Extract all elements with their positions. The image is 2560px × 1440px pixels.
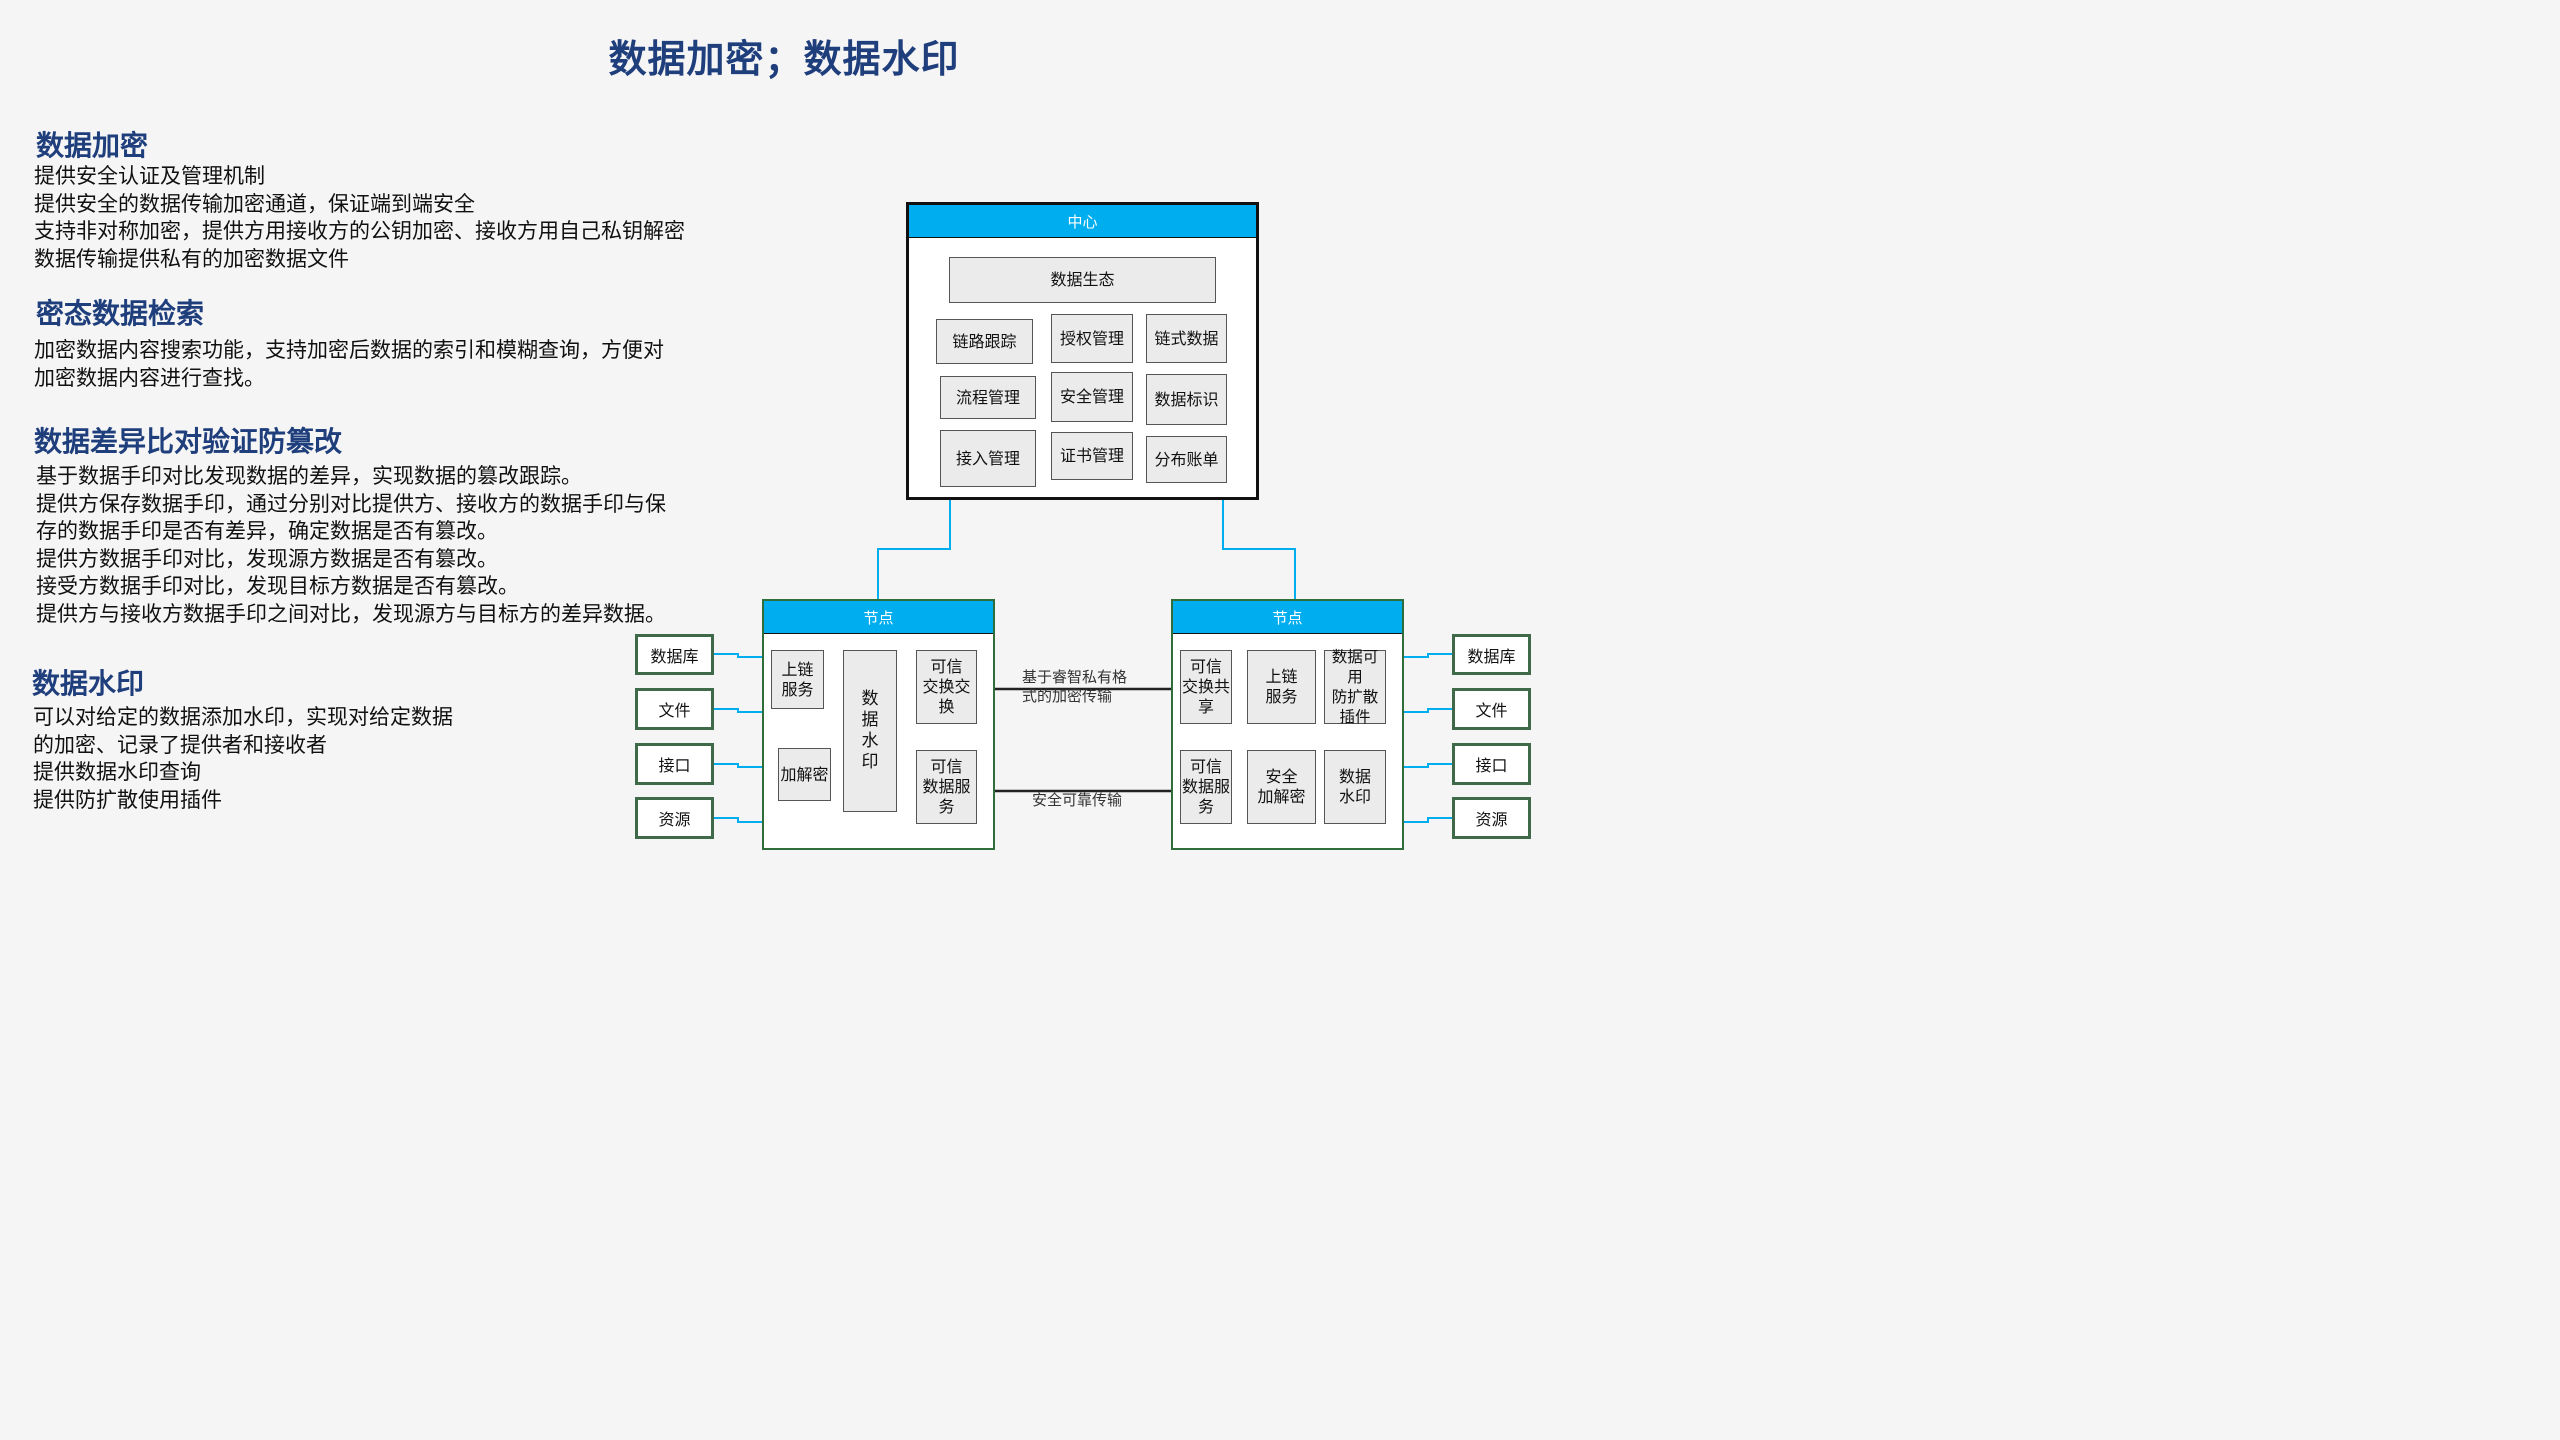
right-source-interface: 接口 [1452,743,1531,785]
link-src-right-api [1403,763,1453,768]
text-line: 加密数据内容进行查找。 [34,365,265,390]
text-line: 数据传输提供私有的加密数据文件 [34,246,349,271]
encrypted-transfer-label: 基于睿智私有格 式的加密传输 [1022,668,1128,705]
section-body-diff: 基于数据手印对比发现数据的差异，实现数据的篡改跟踪。 提供方保存数据手印，通过分… [36,463,666,628]
link-src-left-db [713,653,764,658]
right-data-watermark: 数据 水印 [1324,750,1386,824]
link-center-left [877,498,951,600]
center-title: 中心 [909,205,1256,238]
link-center-right [1222,498,1296,600]
text-line: 支持非对称加密，提供方用接收方的公钥加密、接收方用自己私钥解密 [34,219,685,243]
module-cert-mgmt: 证书管理 [1051,432,1133,480]
left-source-interface: 接口 [635,743,714,785]
section-body-search: 加密数据内容搜索功能，支持加密后数据的索引和模糊查询，方便对 加密数据内容进行查… [34,337,664,392]
link-src-left-api [713,763,764,768]
link-src-right-res [1403,817,1453,823]
left-crypto: 加解密 [778,748,831,801]
left-source-resource: 资源 [635,797,714,839]
text-line: 的加密、记录了提供者和接收者 [33,732,327,757]
text-line: 接受方数据手印对比，发现目标方数据是否有篡改。 [36,574,519,598]
section-heading-watermark: 数据水印 [32,667,145,700]
text-line: 提供安全的数据传输加密通道，保证端到端安全 [34,191,475,216]
text-line: 可以对给定的数据添加水印，实现对给定数据 [33,705,453,729]
right-secure-crypto: 安全 加解密 [1247,750,1316,824]
left-source-database: 数据库 [635,634,714,675]
left-trusted-data-service: 可信 数据服务 [916,750,977,824]
left-data-watermark: 数 据 水 印 [843,650,897,812]
module-security-mgmt: 安全管理 [1051,372,1133,422]
link-src-right-db [1403,653,1453,658]
section-heading-diff: 数据差异比对验证防篡改 [34,425,343,458]
text-line: 提供安全认证及管理机制 [34,164,265,188]
link-src-left-file [713,708,764,713]
text-line: 提供方数据手印对比，发现源方数据是否有篡改。 [36,546,498,571]
text-line: 加密数据内容搜索功能，支持加密后数据的索引和模糊查询，方便对 [34,338,664,362]
link-src-right-file [1403,708,1453,713]
section-heading-search: 密态数据检索 [36,297,205,330]
right-source-resource: 资源 [1452,797,1531,839]
link-src-left-res [713,817,764,823]
right-trusted-data-service: 可信 数据服务 [1180,750,1232,824]
section-heading-encryption: 数据加密 [36,129,149,162]
module-chain-data: 链式数据 [1146,314,1227,363]
text-line: 存的数据手印是否有差异，确定数据是否有篡改。 [36,519,498,543]
module-auth-mgmt: 授权管理 [1051,314,1133,363]
section-body-encryption: 提供安全认证及管理机制 提供安全的数据传输加密通道，保证端到端安全 支持非对称加… [34,163,685,273]
module-process-mgmt: 流程管理 [940,376,1036,419]
right-trusted-share: 可信 交换共享 [1180,650,1232,724]
module-link-trace: 链路跟踪 [936,319,1033,364]
page-title: 数据加密；数据水印 [608,37,960,81]
left-uplink-service: 上链 服务 [771,650,824,709]
right-anti-spread-plugin: 数据可用 防扩散插件 [1324,648,1386,726]
text-line: 提供方保存数据手印，通过分别对比提供方、接收方的数据手印与保 [36,491,666,516]
text-line: 提供数据水印查询 [33,760,201,784]
right-source-database: 数据库 [1452,634,1531,675]
left-trusted-exchange: 可信 交换交换 [916,650,977,724]
text-line: 基于数据手印对比发现数据的差异，实现数据的篡改跟踪。 [36,464,582,488]
module-access-mgmt: 接入管理 [940,430,1036,487]
text-line: 提供方与接收方数据手印之间对比，发现源方与目标方的差异数据。 [36,601,666,626]
module-data-identifier: 数据标识 [1146,374,1227,425]
right-node-title: 节点 [1173,601,1402,634]
section-body-watermark: 可以对给定的数据添加水印，实现对给定数据 的加密、记录了提供者和接收者 提供数据… [33,704,453,814]
right-source-file: 文件 [1452,688,1531,730]
module-distributed-ledger: 分布账单 [1146,436,1227,483]
connector-lines [713,498,1453,823]
left-node-title: 节点 [764,601,993,634]
right-uplink-service: 上链 服务 [1247,650,1316,724]
left-source-file: 文件 [635,688,714,730]
text-line: 提供防扩散使用插件 [33,787,222,812]
data-ecosystem-box: 数据生态 [949,257,1216,303]
reliable-transfer-label: 安全可靠传输 [1032,791,1123,809]
